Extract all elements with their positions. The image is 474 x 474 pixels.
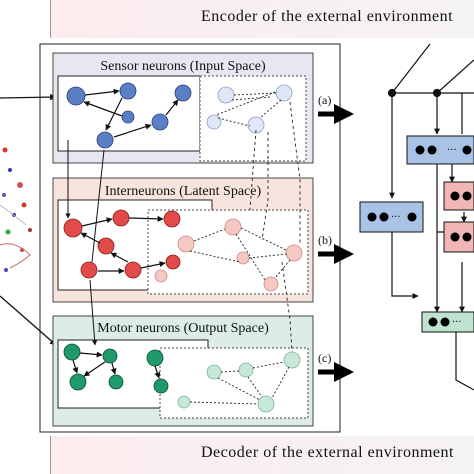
arrow-label-a: (a) (318, 93, 331, 107)
blue-block-top: ··· (406, 135, 474, 165)
input-arrow-top (0, 93, 57, 101)
green-block: ··· (421, 311, 474, 333)
sensor-panel-title: Sensor neurons (Input Space) (100, 59, 266, 74)
svg-text:···: ··· (452, 317, 462, 328)
encoder-banner: Encoder of the external environment (50, 0, 474, 38)
interneuron-panel-title: Interneurons (Latent Space) (105, 184, 262, 199)
sensor-panel: Sensor neurons (Input Space) (52, 52, 314, 164)
layer-network (387, 43, 474, 391)
pink-block-2 (443, 221, 474, 253)
input-arrow-bottom (0, 295, 57, 346)
decoder-banner: Decoder of the external environment (50, 436, 474, 474)
interneuron-panel: Interneurons (Latent Space) (52, 177, 314, 303)
arrow-label-b: (b) (318, 233, 332, 247)
svg-text:···: ··· (391, 212, 401, 223)
main-frame (39, 43, 341, 433)
pink-block-1 (443, 181, 474, 211)
svg-text:···: ··· (447, 145, 457, 156)
inter-panel-links (65, 140, 105, 346)
motor-panel: Motor neurons (Output Space) (52, 315, 314, 427)
blue-block-left: ··· (359, 201, 424, 233)
output-arrows: (a) (b) (c) (318, 93, 354, 382)
arrow-label-c: (c) (318, 351, 331, 365)
encoder-label: Encoder of the external environment (201, 8, 454, 25)
decoder-label: Decoder of the external environment (201, 444, 454, 461)
motor-panel-title: Motor neurons (Output Space) (97, 321, 269, 336)
environment-image (0, 147, 32, 272)
